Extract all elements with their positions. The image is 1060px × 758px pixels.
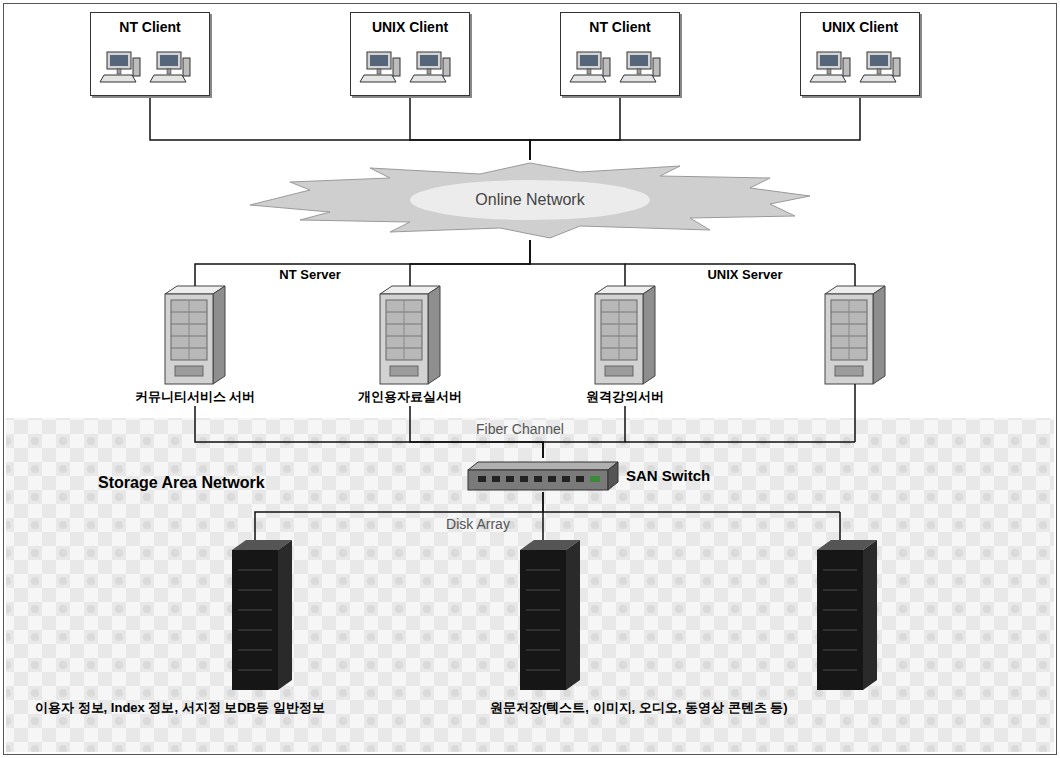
bus-label: Fiber Channel <box>476 421 564 437</box>
node-text: 원격강의서버 <box>586 388 664 406</box>
san-ground <box>6 418 1054 752</box>
disk-array: 원문저장(텍스트, 이미지, 오디오, 동영상 콘텐츠 등) <box>490 540 780 717</box>
server: 원격강의서버 <box>581 286 669 406</box>
bus-connector <box>530 96 860 160</box>
disk-array-icon <box>520 540 580 690</box>
group-label: NT Server <box>279 267 340 282</box>
bus-connector <box>410 96 530 160</box>
bus-connector <box>542 492 544 540</box>
disk-array-icon <box>232 540 292 690</box>
disk-array-icon <box>817 540 877 690</box>
node-text: 이용자 정보, Index 정보, 서지정 보DB등 일반정보 <box>35 699 321 717</box>
bus-connector <box>410 240 530 286</box>
disk-array: 이용자 정보, Index 정보, 서지정 보DB등 일반정보 <box>35 540 325 717</box>
node-text: NT Client <box>119 19 180 35</box>
server-icon <box>825 286 885 384</box>
bus-connector <box>530 240 625 286</box>
server-icon <box>595 286 655 384</box>
bus-label: Disk Array <box>446 516 510 532</box>
client-box: UNIX Client <box>800 12 920 96</box>
client-box: NT Client <box>560 12 680 96</box>
bus-connector <box>530 96 620 160</box>
node-text: 커뮤니티서비스 서버 <box>135 388 256 406</box>
node-text: 원문저장(텍스트, 이미지, 오디오, 동영상 콘텐츠 등) <box>490 699 776 717</box>
node-text: SAN Switch <box>626 467 710 484</box>
server: 커뮤니티서비스 서버 <box>130 286 261 406</box>
pc-icon <box>860 52 900 82</box>
switch-icon <box>468 462 618 490</box>
storage-area-band: Storage Area Network SAN Switch 이용자 정보, In… <box>6 418 1054 752</box>
node-text: UNIX Client <box>372 19 448 35</box>
node-text: Online Network <box>475 191 584 209</box>
server-icon <box>165 286 225 384</box>
pc-icon <box>150 52 190 82</box>
bus-wire <box>543 264 855 540</box>
network-cloud: Online Network <box>250 160 810 240</box>
san-switch: SAN Switch <box>468 458 719 492</box>
pc-icon <box>620 52 660 82</box>
pc-icon <box>100 52 140 82</box>
pc-icon <box>410 52 450 82</box>
node-text: UNIX Client <box>822 19 898 35</box>
server: 개인용자료실서버 <box>353 286 467 406</box>
bus-connector <box>150 96 530 160</box>
bus-connector <box>255 492 543 540</box>
client-box: NT Client <box>90 12 210 96</box>
group-label: UNIX Server <box>707 267 782 282</box>
frame <box>4 4 1057 755</box>
client-box: UNIX Client <box>350 12 470 96</box>
pc-icon <box>570 52 610 82</box>
node-text: Storage Area Network <box>98 474 265 492</box>
server-icon <box>380 286 440 384</box>
pc-icon <box>810 52 850 82</box>
node-text: 개인용자료실서버 <box>358 388 462 406</box>
bus-connector <box>195 240 530 286</box>
pc-icon <box>360 52 400 82</box>
node-text: NT Client <box>589 19 650 35</box>
